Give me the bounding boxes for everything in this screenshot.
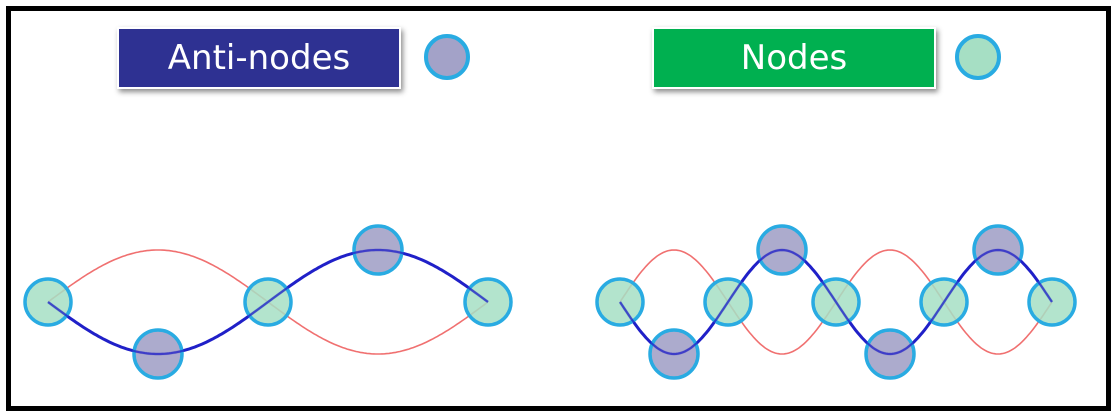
legend-antinode-marker-icon bbox=[424, 34, 470, 80]
legend-nodes-label: Nodes bbox=[652, 27, 936, 89]
standing-wave-right bbox=[595, 224, 1077, 380]
legend-antinodes-label: Anti-nodes bbox=[117, 27, 401, 89]
legend-node-marker-icon bbox=[955, 34, 1001, 80]
wave-string-overlay bbox=[619, 248, 1053, 356]
wave-string-overlay bbox=[47, 248, 489, 356]
standing-wave-left bbox=[23, 224, 513, 380]
